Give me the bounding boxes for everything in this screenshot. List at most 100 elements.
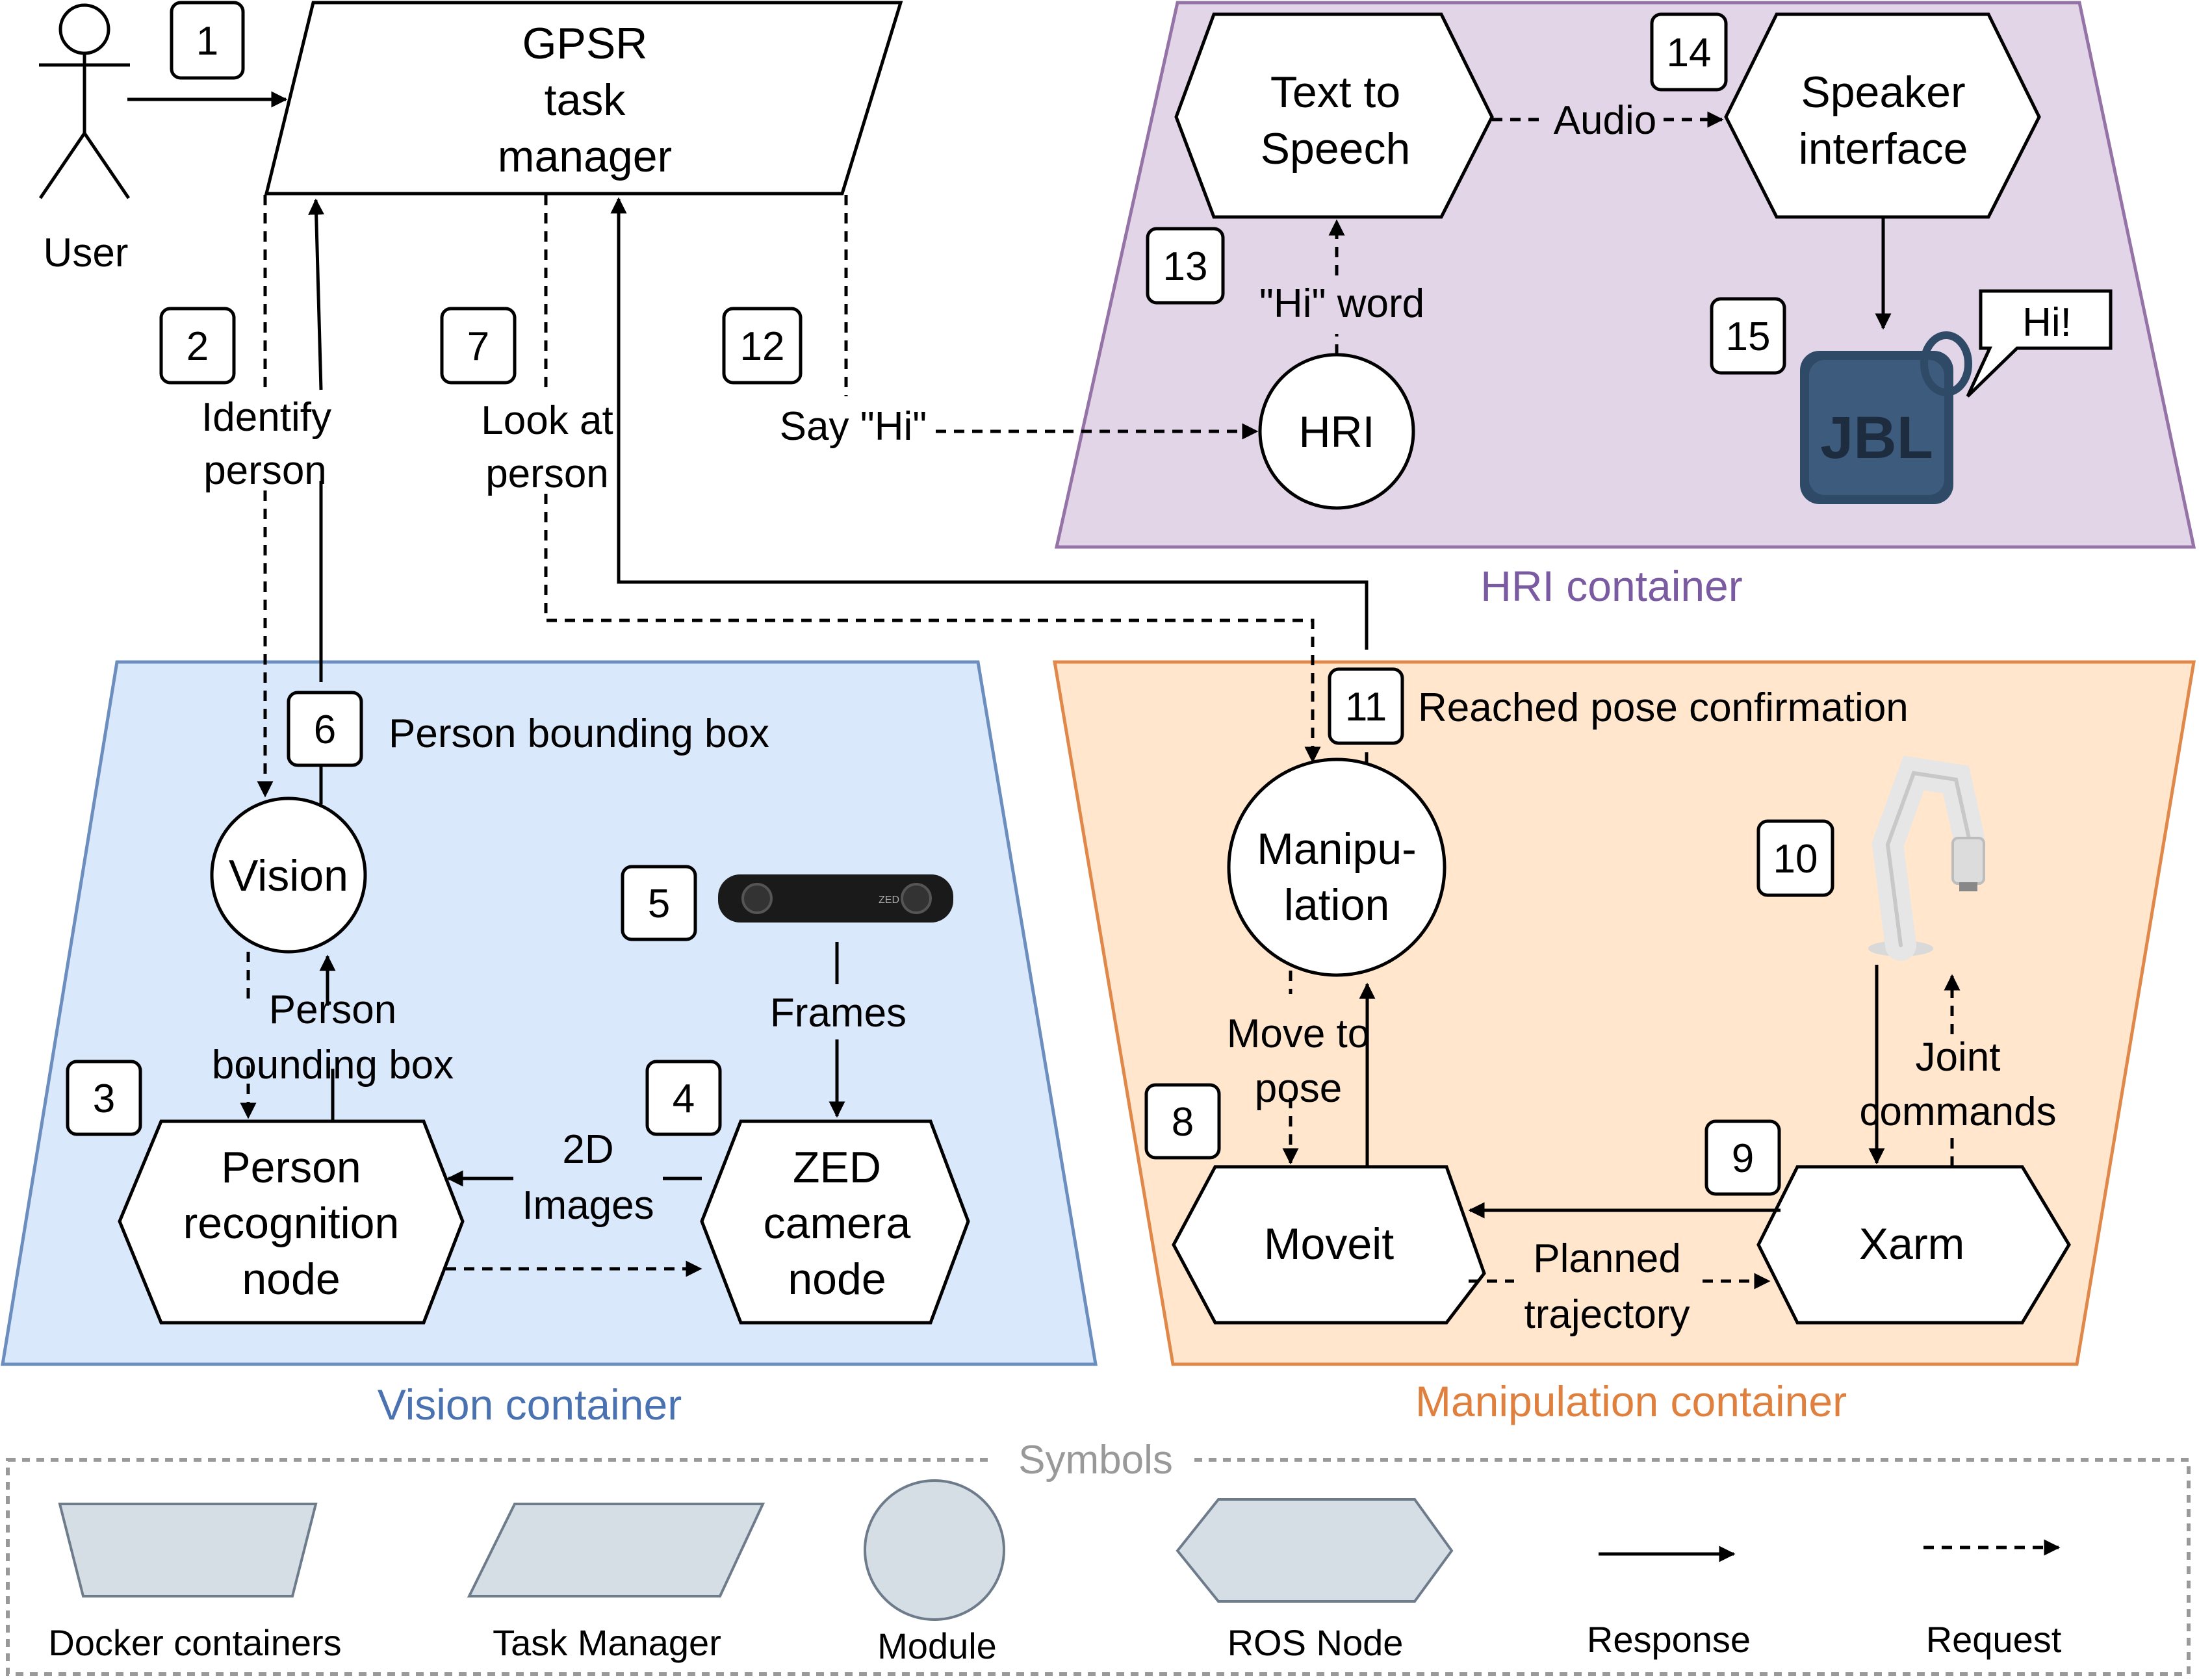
- step-4: 4: [645, 1060, 722, 1136]
- svg-text:node: node: [242, 1254, 340, 1304]
- hri-module: HRI: [1258, 353, 1415, 510]
- legend-module-shape: [864, 1479, 1005, 1621]
- svg-text:4: 4: [673, 1076, 695, 1121]
- svg-text:interface: interface: [1799, 124, 1968, 173]
- xarm-node: Xarm: [1756, 1165, 2071, 1325]
- hri-container-label: HRI container: [1480, 562, 1743, 610]
- speaker-illustration: JBL: [1800, 331, 1972, 504]
- svg-text:7: 7: [467, 324, 489, 369]
- svg-text:14: 14: [1667, 31, 1712, 75]
- step-9: 9: [1704, 1119, 1781, 1196]
- svg-text:13: 13: [1163, 244, 1208, 289]
- svg-text:2: 2: [186, 324, 209, 369]
- label-hi-word: "Hi" word: [1259, 281, 1424, 326]
- task-manager-line3: manager: [498, 132, 672, 181]
- camera-brand: ZED: [879, 895, 899, 906]
- label-frames: Frames: [770, 991, 907, 1036]
- svg-text:8: 8: [1172, 1100, 1194, 1145]
- label-move-to: Move to: [1227, 1012, 1370, 1056]
- vision-module: Vision: [210, 796, 367, 954]
- label-2d: 2D: [562, 1127, 613, 1172]
- step-badges: 1 2 3 4 5 6 7 8 9 10 11 12 13 14 15: [66, 1, 1834, 1196]
- zed-camera-node: ZED camera node: [700, 1119, 970, 1325]
- svg-text:recognition: recognition: [183, 1199, 400, 1248]
- step-1: 1: [170, 1, 245, 80]
- svg-text:3: 3: [93, 1076, 115, 1121]
- edge-labels: Identify person Look at person Say "Hi" …: [201, 98, 2057, 1337]
- label-say-hi: Say "Hi": [780, 404, 927, 449]
- person-recognition-node: Person recognition node: [118, 1119, 465, 1325]
- label-person-bbox-1: Person: [269, 987, 396, 1032]
- svg-text:10: 10: [1773, 837, 1818, 882]
- label-pose: pose: [1255, 1066, 1342, 1111]
- step-5: 5: [621, 865, 697, 941]
- task-manager-line2: task: [545, 75, 626, 125]
- legend-task-manager-label: Task Manager: [493, 1622, 721, 1663]
- vision-container-label: Vision container: [378, 1381, 682, 1429]
- step-11: 11: [1328, 667, 1404, 745]
- svg-text:ZED: ZED: [793, 1143, 881, 1192]
- label-person-bbox-top: Person bounding box: [389, 711, 769, 756]
- svg-text:1: 1: [196, 19, 218, 64]
- legend-response-label: Response: [1587, 1619, 1751, 1660]
- svg-text:node: node: [788, 1254, 886, 1304]
- step-3: 3: [66, 1060, 142, 1136]
- step-15: 15: [1710, 297, 1786, 375]
- svg-text:15: 15: [1726, 314, 1771, 359]
- task-manager-shape: [264, 1, 903, 196]
- step-10: 10: [1756, 819, 1834, 897]
- manipulation-container-label: Manipulation container: [1415, 1377, 1847, 1425]
- svg-text:5: 5: [648, 882, 670, 926]
- legend-request-label: Request: [1926, 1619, 2062, 1660]
- gpsr-task-manager: GPSR task manager: [264, 1, 903, 196]
- label-trajectory: trajectory: [1524, 1292, 1690, 1337]
- speech-bubble: Hi!: [1966, 289, 2113, 398]
- text-to-speech-node: Text to Speech: [1174, 12, 1494, 219]
- svg-text:12: 12: [740, 324, 785, 369]
- step-8: 8: [1144, 1083, 1221, 1160]
- step-12: 12: [722, 307, 803, 385]
- svg-text:Speech: Speech: [1261, 124, 1411, 173]
- user-actor: [38, 3, 131, 199]
- manipulation-module: Manipu- lation: [1227, 757, 1447, 977]
- svg-text:Person: Person: [221, 1143, 361, 1192]
- zed-camera-illustration: ZED: [718, 874, 953, 923]
- task-manager-line1: GPSR: [522, 19, 648, 68]
- label-audio: Audio: [1554, 98, 1657, 143]
- legend-title: Symbols: [1018, 1438, 1173, 1483]
- moveit-node: Moveit: [1172, 1165, 1486, 1325]
- label-identify-2: person: [203, 448, 327, 493]
- robot-arm-illustration: [1868, 756, 1985, 961]
- label-images: Images: [522, 1183, 654, 1228]
- label-look-at: Look at: [481, 398, 613, 443]
- svg-text:lation: lation: [1284, 880, 1390, 930]
- legend-docker-label: Docker containers: [48, 1622, 341, 1663]
- legend-ros-node-shape: [1176, 1498, 1454, 1603]
- speaker-brand: JBL: [1820, 405, 1933, 471]
- svg-text:Text to: Text to: [1270, 68, 1400, 117]
- step-7: 7: [440, 307, 517, 385]
- symbols-legend: Symbols Docker containers Task Manager M…: [6, 1438, 2191, 1676]
- speaker-interface-node: Speaker interface: [1724, 12, 2041, 219]
- label-commands: commands: [1859, 1089, 2056, 1134]
- label-reached: Reached pose confirmation: [1418, 685, 1909, 730]
- step-6: 6: [287, 691, 363, 767]
- step-2: 2: [159, 307, 236, 385]
- legend-module-label: Module: [877, 1625, 997, 1666]
- svg-text:HRI: HRI: [1298, 407, 1374, 457]
- legend-task-manager-shape: [467, 1503, 765, 1597]
- svg-text:Xarm: Xarm: [1859, 1219, 1964, 1269]
- label-joint: Joint: [1916, 1035, 2001, 1080]
- svg-text:camera: camera: [764, 1199, 911, 1248]
- svg-text:Moveit: Moveit: [1264, 1219, 1394, 1269]
- svg-text:Manipu-: Manipu-: [1257, 824, 1417, 874]
- svg-text:11: 11: [1345, 685, 1387, 730]
- step-13: 13: [1146, 227, 1225, 305]
- svg-text:Vision: Vision: [229, 851, 348, 900]
- svg-text:Hi!: Hi!: [2022, 300, 2072, 345]
- label-look-at-2: person: [485, 452, 609, 496]
- label-identify: Identify: [201, 395, 331, 440]
- svg-text:6: 6: [314, 707, 336, 752]
- label-person-bbox-2: bounding box: [212, 1043, 454, 1088]
